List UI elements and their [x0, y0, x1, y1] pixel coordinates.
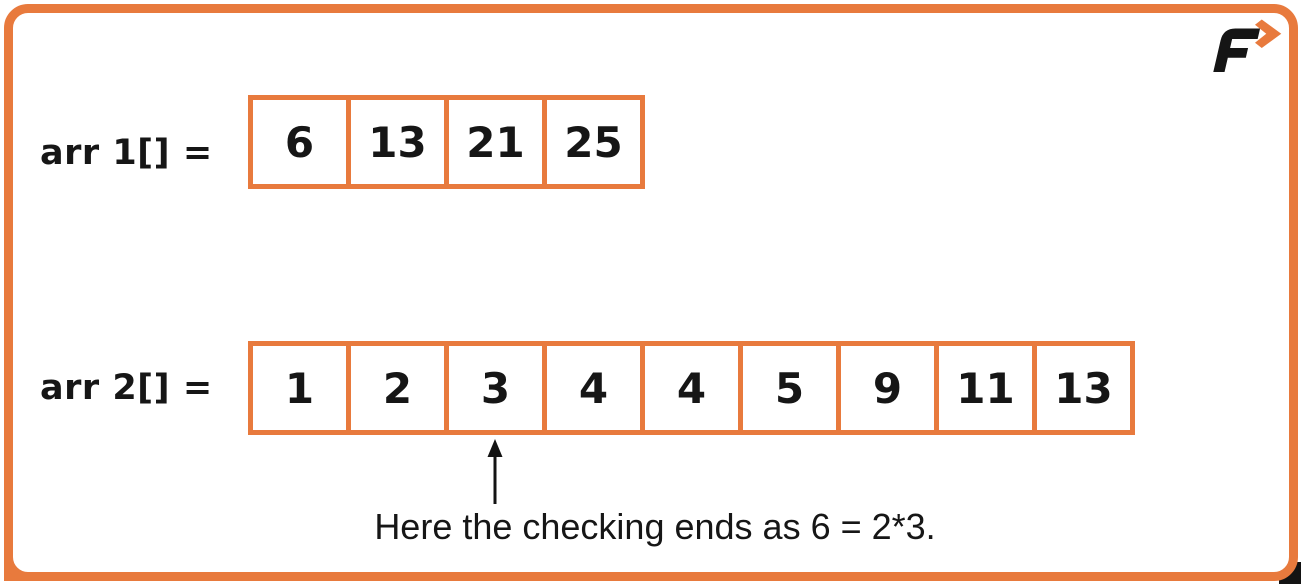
- array1: 6 13 21 25: [248, 95, 645, 189]
- array1-cell-1: 13: [346, 95, 449, 189]
- annotation-caption: Here the checking ends as 6 = 2*3.: [374, 506, 936, 547]
- array2-cell-2: 3: [444, 341, 547, 435]
- array2-cell-3: 4: [542, 341, 645, 435]
- array1-cell-3: 25: [542, 95, 645, 189]
- array2-cell-8: 13: [1032, 341, 1135, 435]
- array2-cell-1: 2: [346, 341, 449, 435]
- up-arrow-icon: [487, 439, 503, 504]
- array2: 1 2 3 4 4 5 9 11 13: [248, 341, 1135, 435]
- array2-cell-0: 1: [248, 341, 351, 435]
- array2-cell-7: 11: [934, 341, 1037, 435]
- array2-cell-5: 5: [738, 341, 841, 435]
- array2-cell-4: 4: [640, 341, 743, 435]
- orange-frame-border: [4, 4, 1298, 581]
- array2-cell-6: 9: [836, 341, 939, 435]
- array2-label: arr 2[] =: [40, 368, 213, 408]
- faceprep-logo-icon: [1213, 19, 1282, 72]
- array1-label: arr 1[] =: [40, 133, 213, 173]
- array1-cell-2: 21: [444, 95, 547, 189]
- array1-cell-0: 6: [248, 95, 351, 189]
